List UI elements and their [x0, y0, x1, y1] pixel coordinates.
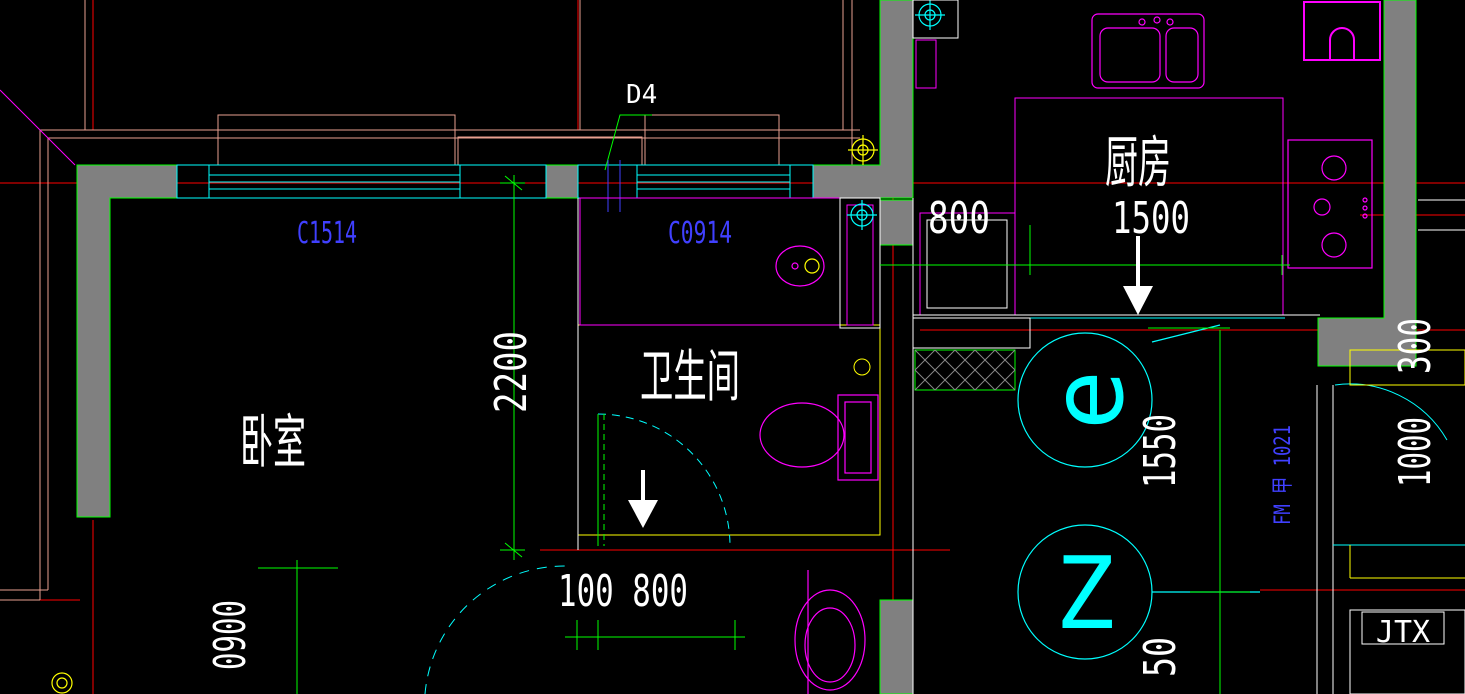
fire-door-label: FM 甲 1021: [1271, 425, 1296, 525]
dim-50: 50: [1135, 637, 1186, 677]
window-label-c1514: C1514: [297, 216, 357, 251]
basin-icon: [775, 245, 825, 287]
right-door: [1219, 199, 1465, 694]
room-label-bedroom: 卧室: [240, 408, 306, 476]
toilet-icon: [759, 394, 879, 481]
kitchen-counter: [912, 97, 1320, 349]
dim-2200: 2200: [486, 331, 537, 413]
dim-800-top: 800: [928, 193, 990, 244]
window-c1514: [176, 164, 547, 199]
d4-marker: [604, 114, 652, 212]
pipe-icons: [51, 135, 878, 694]
fridge-icon: [1303, 1, 1381, 61]
shaft-box: [912, 0, 959, 39]
dim-300: 300: [1390, 318, 1441, 374]
dimension-lines: [258, 175, 1290, 694]
annotation-arrows: [628, 236, 1153, 528]
dim-100-800: 100 800: [558, 566, 688, 617]
dim-1000: 1000: [1390, 417, 1441, 487]
water-pipe-icons: [847, 0, 945, 230]
dim-900: 0900: [205, 600, 256, 670]
dim-1550: 1550: [1135, 414, 1186, 488]
lower-basin-icon: [794, 570, 866, 694]
room-label-kitchen: 厨房: [1105, 131, 1171, 196]
kitchen-sink-icon: [1091, 13, 1205, 89]
room-label-bathroom: 卫生间: [640, 345, 740, 410]
axis-bubble-e: e: [1029, 370, 1146, 430]
axis-bubble-z: Z: [1055, 535, 1115, 652]
meter-box: [915, 39, 937, 89]
floor-drain-icon: [853, 358, 871, 376]
stove-icon: [1287, 139, 1373, 269]
bathroom-walls: [577, 197, 914, 694]
d4-label: D4: [626, 80, 657, 110]
window-label-c0914: C0914: [668, 216, 732, 251]
hatched-block: [914, 349, 1016, 391]
dim-1500: 1500: [1112, 193, 1190, 244]
jtx-box: [1361, 611, 1445, 645]
bathroom-door: [424, 413, 731, 694]
upper-outlines: [0, 0, 860, 601]
jtx-label: JTX: [1376, 615, 1430, 650]
